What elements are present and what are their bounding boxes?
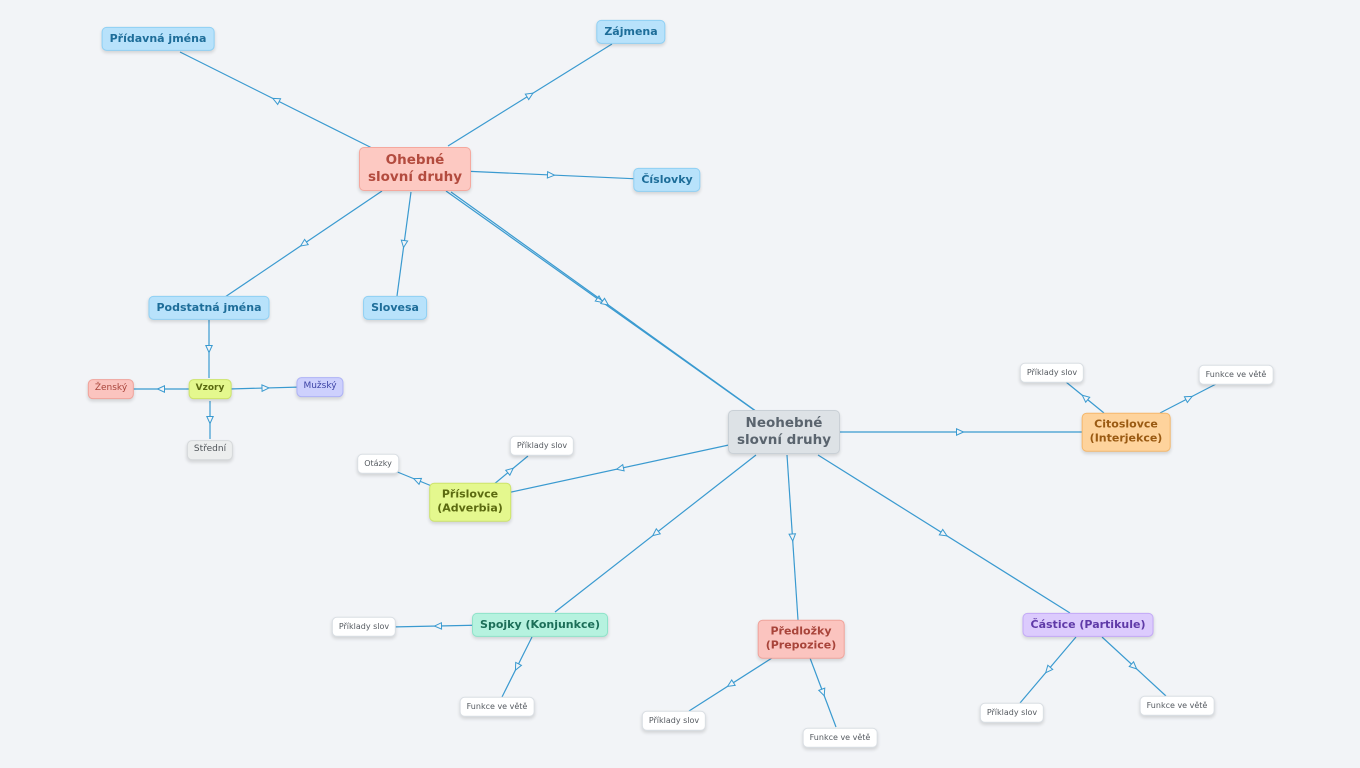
- node-stredni[interactable]: Střední: [186, 440, 234, 460]
- node-prislovce-line2: (Adverbia): [437, 502, 503, 515]
- edge-arrow-ohebne-podstatna: [299, 238, 310, 247]
- node-prislovce-line1: Příslovce: [441, 487, 499, 501]
- edge-arrow-neohebne-citoslovce: [956, 428, 965, 436]
- node-slovesa[interactable]: Slovesa: [363, 295, 427, 321]
- node-neohebne-line1: Neohebné: [745, 415, 823, 431]
- edge-arrow-castice-priklady: [1044, 664, 1054, 674]
- node-predlozky[interactable]: Předložky (Prepozice): [757, 619, 845, 659]
- node-predlozky-funkce-ve-vete[interactable]: Funkce ve větě: [802, 727, 878, 749]
- edge-arrow-castice-funkce: [1128, 660, 1138, 670]
- node-citoslovce-line1: Citoslovce: [1094, 417, 1158, 431]
- node-zajmena[interactable]: Zájmena: [596, 19, 666, 45]
- edge-arrow-predlozky-funkce: [817, 687, 826, 697]
- edge-arrow-ohebne-pridavna: [271, 97, 282, 106]
- edge-arrow-vzory-zensky: [156, 385, 165, 393]
- node-ohebne-slovni-druhy[interactable]: Ohebné slovní druhy: [358, 147, 472, 191]
- edge-arrow-citoslovce-funkce: [1183, 395, 1194, 404]
- node-castice-priklady-slov[interactable]: Příklady slov: [979, 702, 1045, 724]
- node-ohebne-line1: Ohebné: [385, 152, 445, 168]
- node-prislovce[interactable]: Příslovce (Adverbia): [429, 482, 511, 522]
- node-spojky-priklady-slov[interactable]: Příklady slov: [331, 616, 397, 638]
- node-prislovce-otazky[interactable]: Otázky: [357, 453, 399, 475]
- edge-arrow-spojky-priklady: [433, 621, 443, 630]
- edge-arrow-predlozky-priklady: [726, 678, 737, 688]
- edge-arrow-prislovce-priklady: [504, 467, 515, 477]
- edge-arrow-vzory-stredni: [206, 416, 214, 425]
- node-citoslovce-line2: (Interjekce): [1089, 432, 1163, 445]
- node-neohebne-line2: slovní druhy: [736, 432, 832, 448]
- edge-arrow-spojky-funkce: [514, 661, 523, 672]
- node-prislovce-priklady-slov[interactable]: Příklady slov: [509, 435, 575, 457]
- node-vzory[interactable]: Vzory: [188, 379, 232, 399]
- node-muzsky[interactable]: Mužský: [296, 377, 344, 397]
- node-castice-funkce-ve-vete[interactable]: Funkce ve větě: [1139, 695, 1215, 717]
- edge-arrow-neohebne-prislovce: [615, 463, 625, 472]
- node-citoslovce-funkce-ve-vete[interactable]: Funkce ve větě: [1198, 364, 1274, 386]
- node-zensky[interactable]: Ženský: [87, 379, 135, 399]
- node-pridavna-jmena[interactable]: Přídavná jména: [101, 26, 215, 52]
- node-ohebne-line2: slovní druhy: [367, 169, 463, 185]
- node-podstatna-jmena[interactable]: Podstatná jména: [148, 295, 270, 321]
- edge-arrow-ohebne-slovesa: [400, 239, 409, 249]
- edge-arrow-ohebne-zajmena: [524, 92, 534, 101]
- node-predlozky-line2: (Prepozice): [765, 639, 837, 652]
- node-cislovky[interactable]: Číslovky: [633, 167, 701, 193]
- edge-arrow-podstatna-vzory: [205, 345, 213, 354]
- edge-arrow-neohebne-predlozky: [788, 533, 797, 543]
- edge-arrow-neohebne-castice: [938, 528, 948, 537]
- edge-arrow-citoslovce-priklady: [1081, 394, 1091, 404]
- edge-arrow-ohebne-neohebne-b: [599, 297, 610, 306]
- node-predlozky-line1: Předložky: [770, 624, 832, 638]
- edge-arrow-neohebne-spojky: [651, 527, 662, 537]
- edge-arrow-ohebne-cislovky: [546, 170, 556, 179]
- edge-arrow-vzory-muzsky: [261, 384, 271, 393]
- edge-arrow-prislovce-otazky: [412, 477, 423, 486]
- node-neohebne-slovni-druhy[interactable]: Neohebné slovní druhy: [727, 410, 841, 454]
- node-castice[interactable]: Částice (Partikule): [1022, 612, 1154, 638]
- node-citoslovce-priklady-slov[interactable]: Příklady slov: [1019, 362, 1085, 384]
- node-spojky[interactable]: Spojky (Konjunkce): [472, 612, 608, 638]
- node-predlozky-priklady-slov[interactable]: Příklady slov: [641, 710, 707, 732]
- node-citoslovce[interactable]: Citoslovce (Interjekce): [1081, 412, 1171, 452]
- node-spojky-funkce-ve-vete[interactable]: Funkce ve větě: [459, 696, 535, 718]
